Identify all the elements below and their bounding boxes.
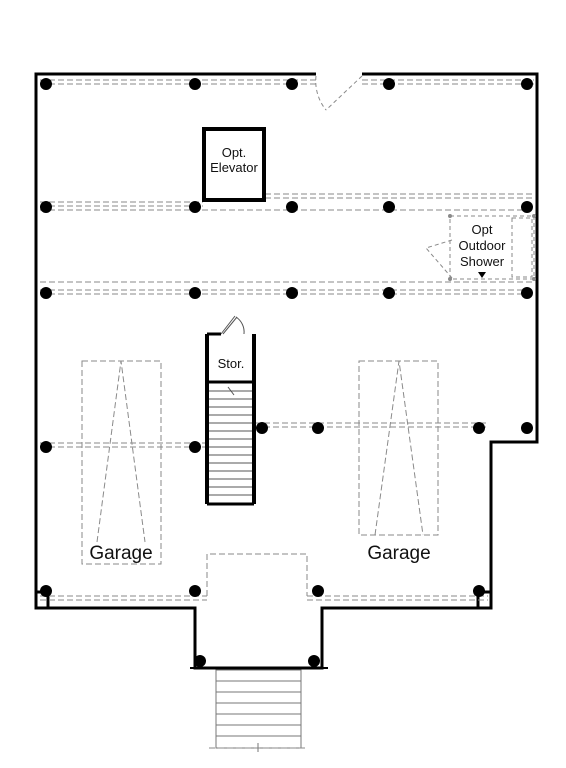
elevator-label-line1: Opt. [222,145,247,160]
storage-label: Stor. [218,356,245,371]
shower-label-line3: Shower [460,254,505,269]
elevator-shaft [202,127,266,202]
entry-steps [209,669,308,752]
garage-left-label: Garage [89,543,152,564]
top-door-swing [315,75,363,111]
garage-right-label: Garage [367,543,430,564]
garage-right-parking [358,360,439,536]
outdoor-shower [425,215,535,280]
beam-lines [40,79,534,601]
shower-arrow-icon [478,272,486,278]
interior-stairs [209,386,252,496]
support-posts [40,78,533,667]
storage-room [205,332,256,506]
exterior-walls [34,72,539,670]
entry-recess [206,553,308,596]
shower-corner-marks [448,214,536,281]
storage-door [220,315,245,335]
shower-label-line2: Outdoor [459,238,507,253]
garage-left-parking [81,360,162,565]
elevator-label-line2: Elevator [210,160,258,175]
shower-label-line1: Opt [472,222,493,237]
outer-wall [34,72,539,670]
